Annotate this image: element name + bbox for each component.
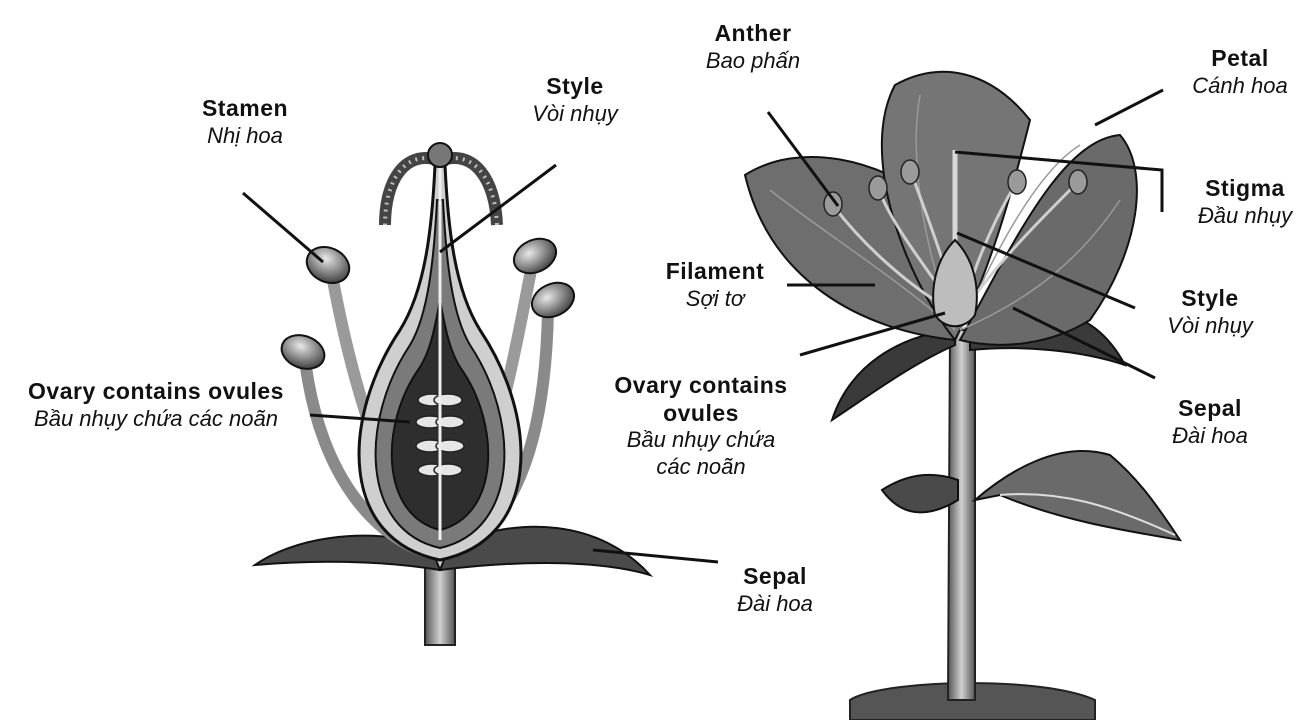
label-stigma-vi: Đầu nhụy — [1180, 203, 1310, 229]
label-filament: Filament Sợi tơ — [640, 258, 790, 312]
label-sepal-left-vi: Đài hoa — [720, 591, 830, 617]
label-sepal-right-vi: Đài hoa — [1145, 423, 1275, 449]
label-anther-vi: Bao phấn — [688, 48, 818, 74]
label-filament-vi: Sợi tơ — [640, 286, 790, 312]
label-ovary-left: Ovary contains ovules Bầu nhụy chứa các … — [0, 378, 312, 432]
leader-petal — [1095, 90, 1163, 125]
label-petal-vi: Cánh hoa — [1175, 73, 1305, 99]
stigma-tip — [428, 143, 452, 167]
label-ovary-right-vi2: các noãn — [590, 454, 812, 480]
label-sepal-right-en: Sepal — [1145, 395, 1275, 423]
label-stamen: Stamen Nhị hoa — [175, 95, 315, 149]
label-ovary-left-vi: Bầu nhụy chứa các noãn — [0, 406, 312, 432]
label-filament-en: Filament — [640, 258, 790, 286]
anther-2 — [277, 329, 329, 374]
label-ovary-right-vi1: Bầu nhụy chứa — [590, 427, 812, 453]
label-style-left: Style Vòi nhụy — [510, 73, 640, 127]
label-stigma-en: Stigma — [1180, 175, 1310, 203]
right-sepal-left — [832, 330, 955, 420]
label-sepal-left-en: Sepal — [720, 563, 830, 591]
right-stem — [948, 330, 975, 700]
label-sepal-right: Sepal Đài hoa — [1145, 395, 1275, 449]
label-anther: Anther Bao phấn — [688, 20, 818, 74]
leaf-small-left — [882, 475, 958, 513]
leader-stamen — [243, 193, 323, 262]
label-petal: Petal Cánh hoa — [1175, 45, 1305, 99]
label-stigma: Stigma Đầu nhụy — [1180, 175, 1310, 229]
label-anther-en: Anther — [688, 20, 818, 48]
label-style-left-vi: Vòi nhụy — [510, 101, 640, 127]
label-ovary-left-en: Ovary contains ovules — [0, 378, 312, 406]
label-ovary-right-en1: Ovary contains — [590, 372, 812, 400]
label-sepal-left: Sepal Đài hoa — [720, 563, 830, 617]
label-style-right: Style Vòi nhụy — [1145, 285, 1275, 339]
label-petal-en: Petal — [1175, 45, 1305, 73]
label-style-right-en: Style — [1145, 285, 1275, 313]
label-ovary-right-en2: ovules — [590, 400, 812, 428]
label-style-right-vi: Vòi nhụy — [1145, 313, 1275, 339]
anther-1 — [301, 240, 355, 289]
label-stamen-vi: Nhị hoa — [175, 123, 315, 149]
label-ovary-right: Ovary contains ovules Bầu nhụy chứa các … — [590, 372, 812, 480]
anther-3 — [508, 232, 561, 280]
label-style-left-en: Style — [510, 73, 640, 101]
label-stamen-en: Stamen — [175, 95, 315, 123]
